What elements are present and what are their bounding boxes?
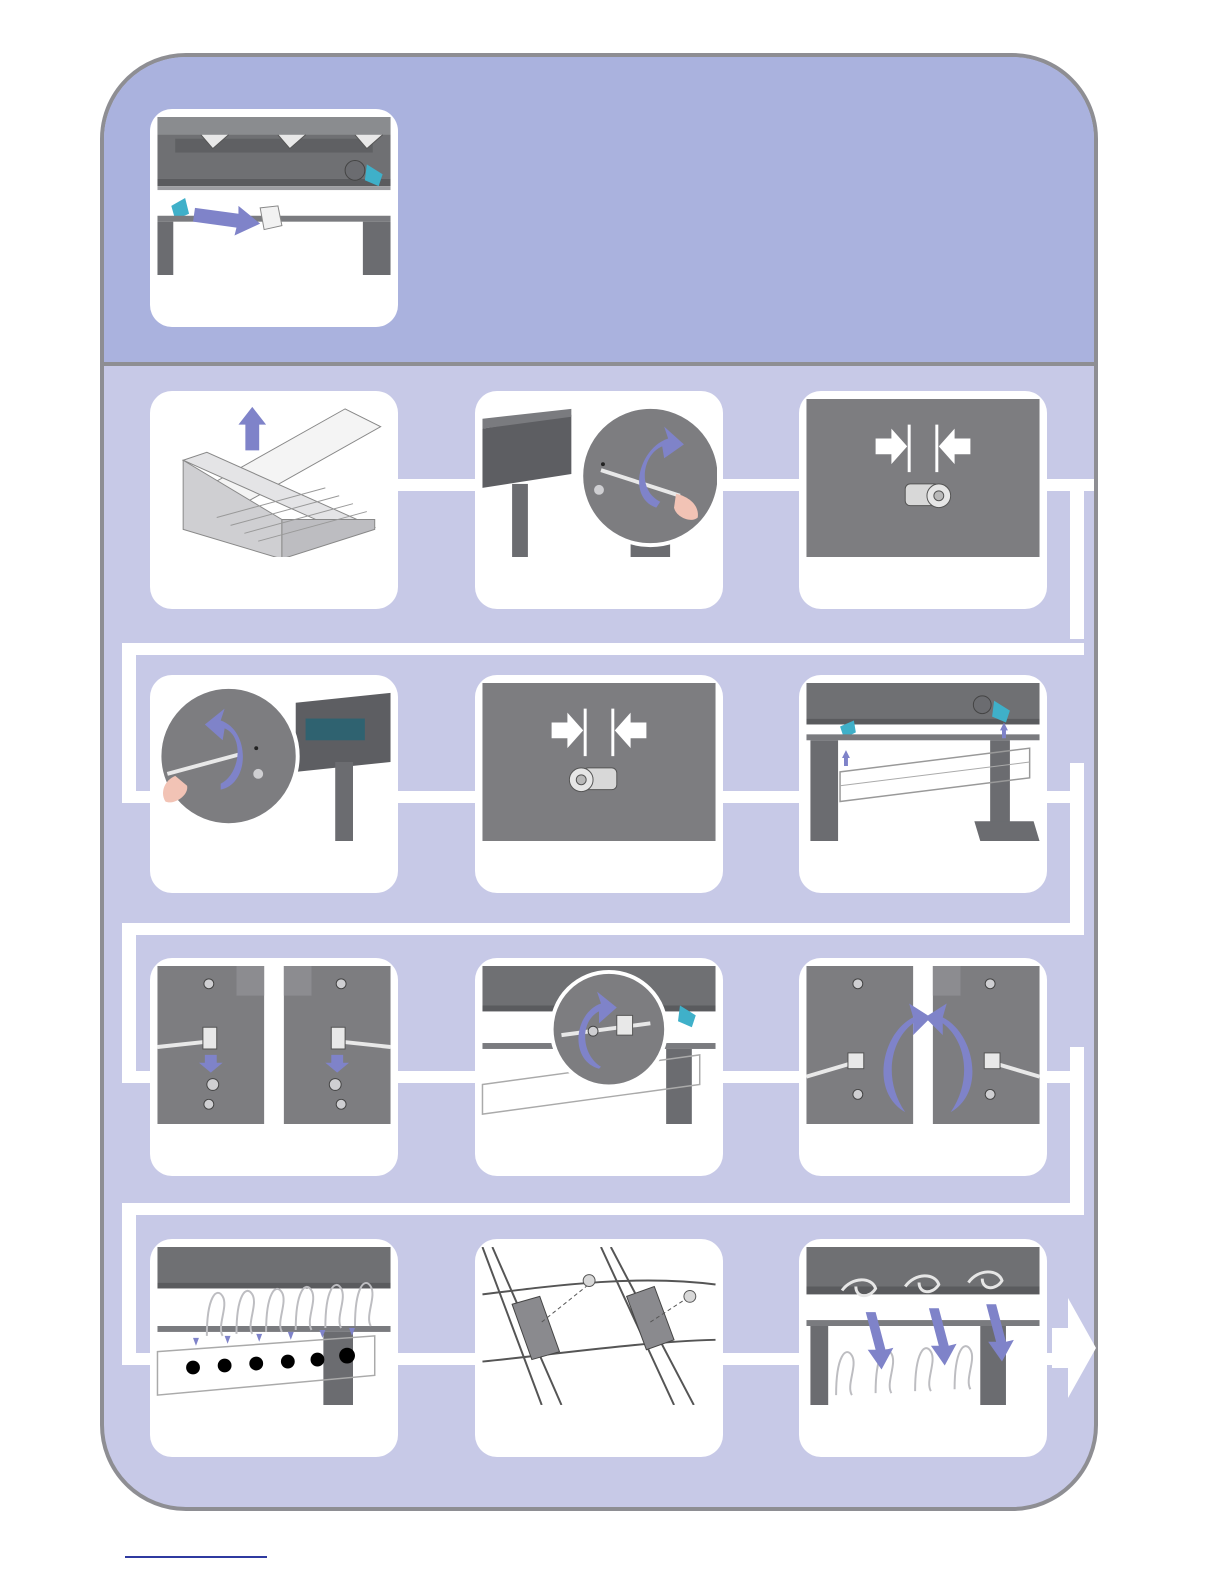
step-1-card (150, 391, 398, 609)
attach-wire-supports-illustration (156, 1247, 392, 1405)
connector-row4-left (122, 1203, 136, 1363)
step-10-card (150, 1239, 398, 1457)
step-2-card (475, 391, 723, 609)
printer-remove-spacer-illustration (156, 117, 392, 275)
tighten-screws-illustration (805, 966, 1041, 1124)
fold-supports-illustration (805, 1247, 1041, 1405)
fasten-basket-illustration (481, 966, 717, 1124)
connector-row2-right (1070, 763, 1084, 923)
unscrew-left-leg-illustration (156, 683, 392, 841)
screw-spacing-illustration (481, 683, 717, 841)
insert-pins-illustration (481, 1247, 717, 1405)
step-6-card (799, 675, 1047, 893)
connector-row3-right (1070, 1047, 1084, 1207)
step-8-card (475, 958, 723, 1176)
connector-row2-3 (122, 923, 1084, 935)
step-intro-card (150, 109, 398, 327)
connector-row1-2 (122, 643, 1084, 655)
footer-rule (125, 1556, 267, 1558)
next-page-arrow-icon (1052, 1298, 1096, 1398)
step-5-card (475, 675, 723, 893)
connector-row3-4 (122, 1203, 1084, 1215)
step-9-card (799, 958, 1047, 1176)
connector-row3-left (122, 923, 136, 1083)
step-11-card (475, 1239, 723, 1457)
step-3-card (799, 391, 1047, 609)
lift-basket-illustration (805, 683, 1041, 841)
hook-onto-screw-illustration (156, 966, 392, 1124)
screw-spacing-illustration (805, 399, 1041, 557)
step-7-card (150, 958, 398, 1176)
connector-row1-right (1070, 479, 1084, 639)
step-4-card (150, 675, 398, 893)
connector-row2-left (122, 643, 136, 803)
step-12-card (799, 1239, 1047, 1457)
lift-bin-illustration (156, 399, 392, 557)
unscrew-right-leg-illustration (481, 399, 717, 557)
